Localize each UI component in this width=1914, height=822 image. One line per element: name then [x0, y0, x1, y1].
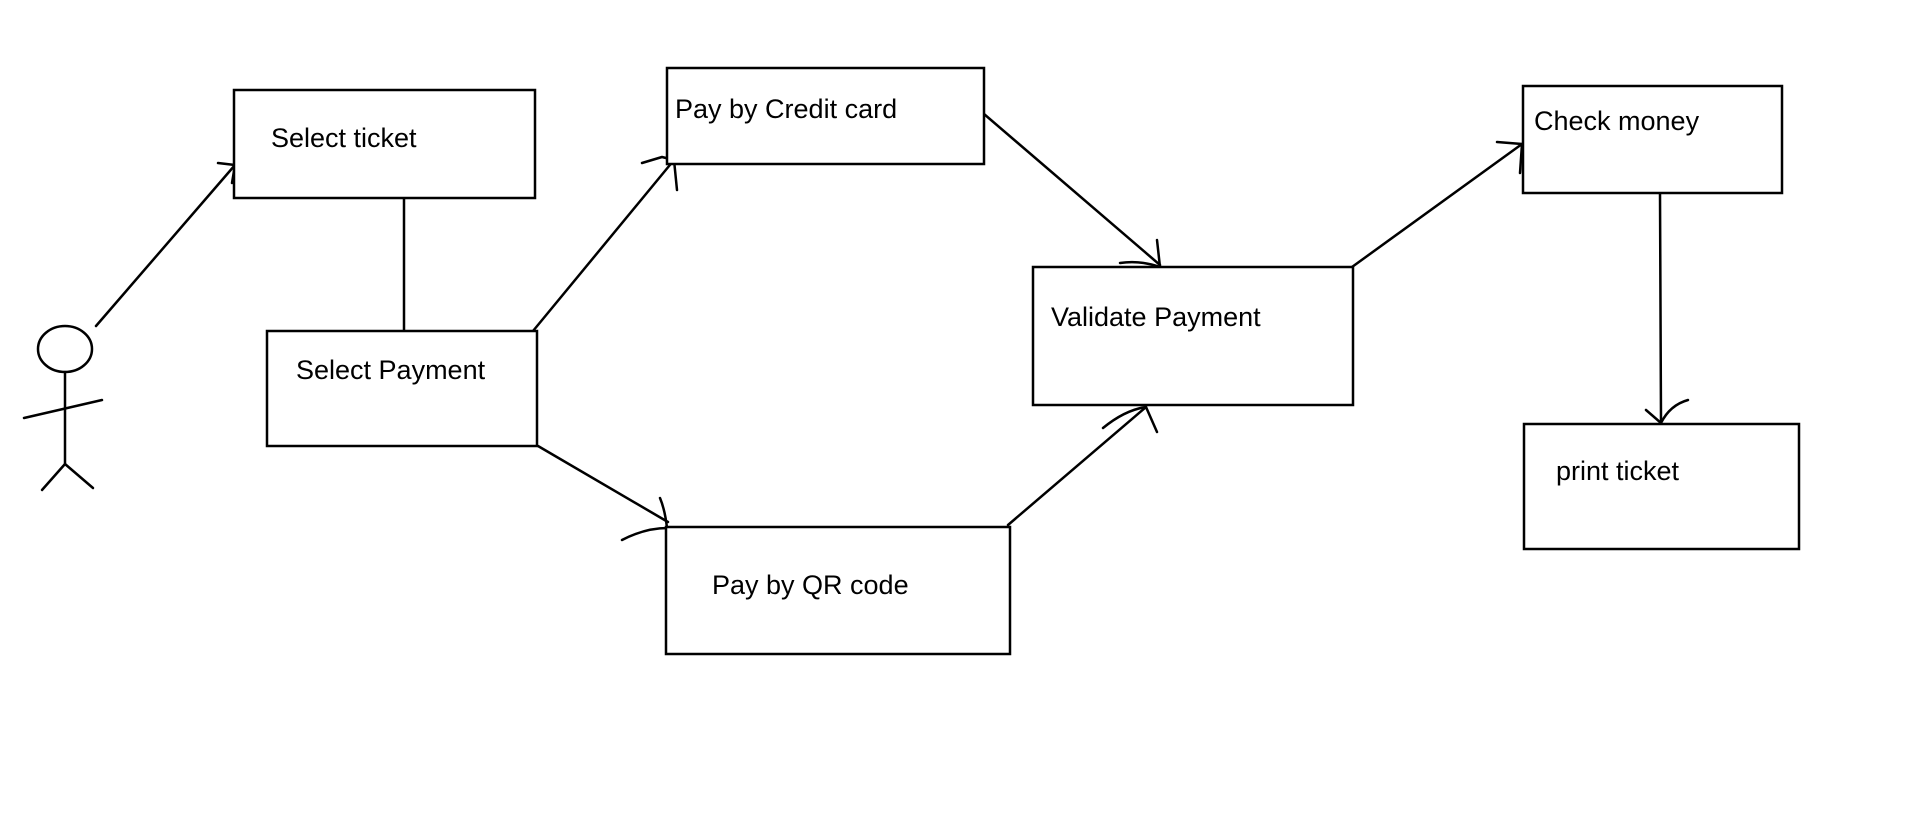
node-check-money-label: Check money	[1534, 106, 1700, 136]
node-validate-payment: Validate Payment	[1031, 265, 1355, 407]
node-select-payment: Select Payment	[265, 329, 539, 448]
edge-check-money-to-print-ticket	[1644, 191, 1690, 425]
node-print-ticket-label: print ticket	[1556, 456, 1680, 486]
edge-actor-to-select-ticket	[94, 161, 237, 328]
node-pay-qr-code-label: Pay by QR code	[712, 570, 909, 600]
actor-legs	[40, 462, 95, 492]
node-pay-credit-card: Pay by Credit card	[665, 66, 986, 166]
actor-stick-figure	[22, 324, 104, 492]
edge-validate-to-check-money	[1350, 140, 1524, 269]
actor-arms	[22, 398, 104, 420]
node-select-payment-label: Select Payment	[296, 355, 486, 385]
node-select-ticket: Select ticket	[232, 88, 537, 200]
actor-head	[36, 324, 94, 374]
node-pay-credit-card-label: Pay by Credit card	[675, 94, 897, 124]
node-print-ticket: print ticket	[1522, 422, 1801, 551]
node-pay-qr-code: Pay by QR code	[664, 525, 1012, 656]
edge-qr-code-to-validate	[1006, 405, 1159, 527]
node-check-money: Check money	[1521, 84, 1784, 195]
node-validate-payment-label: Validate Payment	[1051, 302, 1261, 332]
edge-select-payment-to-credit-card	[531, 155, 679, 333]
edge-credit-card-to-validate	[982, 112, 1162, 269]
node-select-ticket-label: Select ticket	[271, 123, 417, 153]
edge-select-payment-to-qr-code	[536, 444, 670, 542]
